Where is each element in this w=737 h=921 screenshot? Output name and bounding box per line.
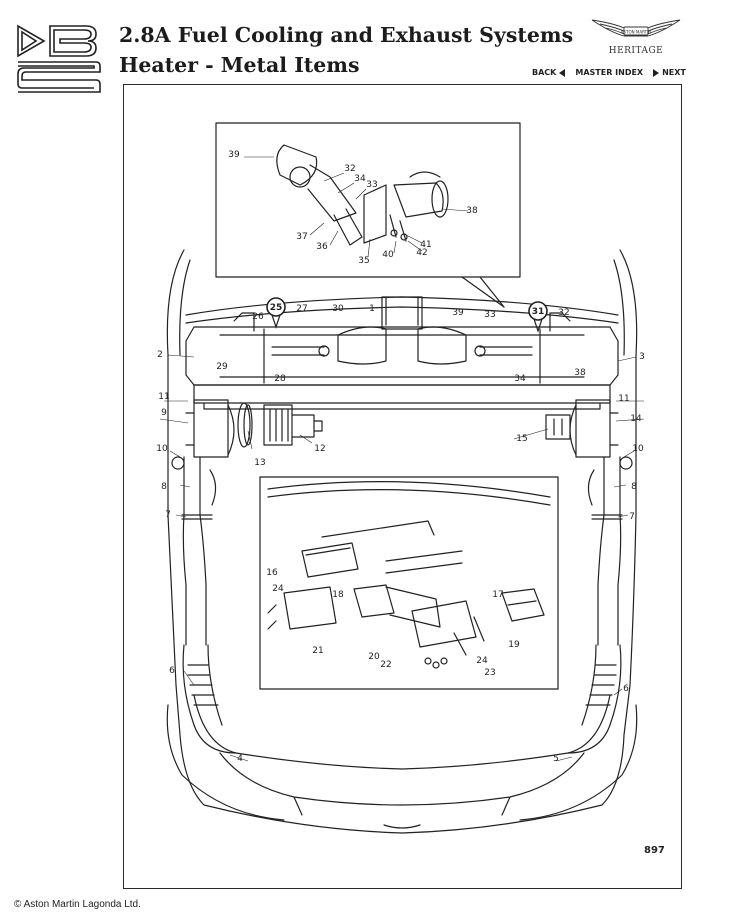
callout-38: 38 — [574, 368, 586, 378]
page-title: 2.8A Fuel Cooling and Exhaust Systems — [119, 23, 574, 47]
callout-10: 10 — [632, 444, 644, 454]
header-titles: 2.8A Fuel Cooling and Exhaust Systems He… — [119, 20, 573, 80]
callout-9: 9 — [161, 408, 167, 418]
callout-31: 31 — [532, 307, 545, 317]
callout-34: 34 — [514, 374, 526, 384]
callout-42: 42 — [416, 248, 427, 258]
callout-39: 39 — [228, 150, 240, 160]
callout-6: 6 — [169, 666, 175, 676]
callout-badges — [266, 297, 548, 333]
callout-20: 20 — [368, 652, 380, 662]
callout-15: 15 — [516, 434, 527, 444]
callout-35: 35 — [358, 256, 369, 266]
callout-24: 24 — [476, 656, 488, 666]
callout-32: 32 — [558, 308, 569, 318]
callout-21: 21 — [312, 646, 323, 656]
callout-12: 12 — [314, 444, 325, 454]
callout-41: 41 — [420, 240, 431, 250]
heater-exploded-diagram: 3932343338373635404241252730262928213132… — [156, 122, 665, 856]
callout-38: 38 — [466, 206, 478, 216]
callout-17: 17 — [492, 590, 503, 600]
callout-18: 18 — [332, 590, 344, 600]
callout-24: 24 — [272, 584, 284, 594]
callout-28: 28 — [274, 374, 286, 384]
callout-3: 3 — [639, 352, 645, 362]
callout-4: 4 — [237, 754, 243, 764]
callout-23: 23 — [484, 668, 495, 678]
callout-1: 1 — [369, 304, 375, 314]
next-arrow-icon — [653, 68, 660, 77]
navigation-bar: BACK MASTER INDEX NEXT — [532, 68, 686, 77]
callout-10: 10 — [156, 444, 168, 454]
next-link[interactable]: NEXT — [653, 68, 686, 77]
callout-27: 27 — [296, 304, 307, 314]
callout-32: 32 — [344, 164, 355, 174]
callout-6: 6 — [623, 684, 629, 694]
callout-2: 2 — [157, 350, 163, 360]
copyright-footer: © Aston Martin Lagonda Ltd. — [14, 899, 141, 910]
callout-14: 14 — [630, 414, 642, 424]
callout-36: 36 — [316, 242, 328, 252]
heritage-label: HERITAGE — [608, 46, 664, 56]
callout-26: 26 — [252, 312, 264, 322]
callout-16: 16 — [266, 568, 278, 578]
callout-5: 5 — [553, 754, 559, 764]
callout-39: 39 — [452, 308, 464, 318]
master-index-link[interactable]: MASTER INDEX — [575, 68, 644, 77]
callout-22: 22 — [380, 660, 391, 670]
callout-19: 19 — [508, 640, 520, 650]
callout-7: 7 — [629, 512, 635, 522]
callout-33: 33 — [366, 180, 377, 190]
callout-25: 25 — [270, 303, 283, 313]
callout-40: 40 — [382, 250, 394, 260]
callout-13: 13 — [254, 458, 265, 468]
callout-29: 29 — [216, 362, 228, 372]
back-arrow-icon — [559, 68, 566, 77]
callout-37: 37 — [296, 232, 307, 242]
callout-7: 7 — [165, 510, 171, 520]
dbs-logo — [17, 24, 101, 93]
badge-text: ASTON MARTIN — [621, 30, 651, 35]
callout-34: 34 — [354, 174, 366, 184]
callout-11: 11 — [618, 394, 629, 404]
callout-8: 8 — [631, 482, 637, 492]
next-label: NEXT — [662, 68, 686, 77]
page-subtitle: Heater - Metal Items — [119, 53, 360, 77]
callout-30: 30 — [332, 304, 344, 314]
back-label: BACK — [532, 68, 557, 77]
drawing-reference-number: 897 — [644, 845, 665, 856]
leader-lines — [159, 156, 645, 762]
callout-8: 8 — [161, 482, 167, 492]
aston-martin-wings-logo: ASTON MARTIN — [591, 19, 681, 37]
callout-33: 33 — [484, 310, 495, 320]
back-link[interactable]: BACK — [532, 68, 566, 77]
callout-11: 11 — [158, 392, 169, 402]
